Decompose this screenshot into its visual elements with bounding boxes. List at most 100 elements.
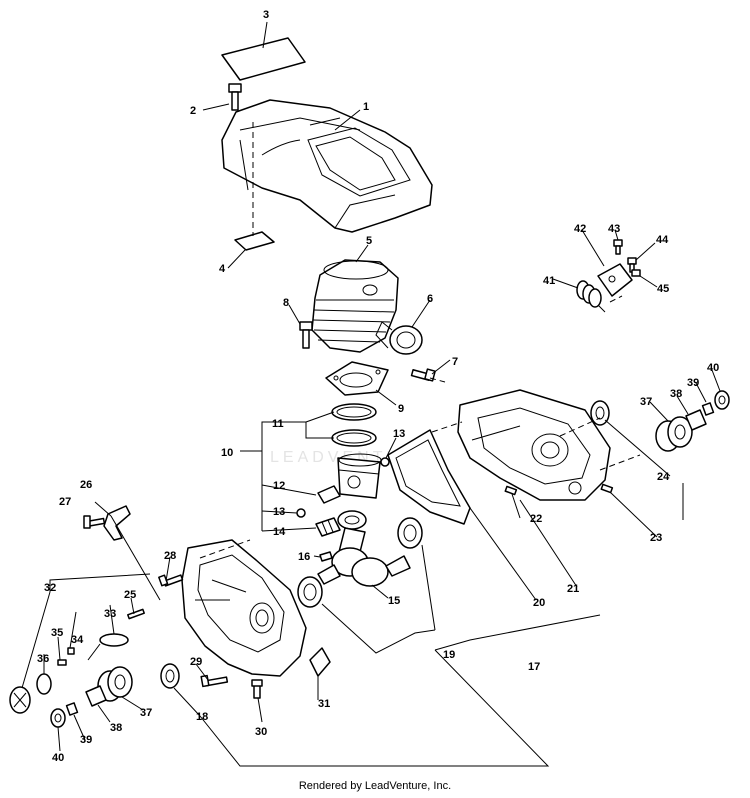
part-oil-pump-plate bbox=[597, 263, 633, 297]
callout-30: 30 bbox=[255, 726, 267, 738]
part-screw-27 bbox=[83, 515, 106, 529]
part-dowel-pin-left bbox=[504, 485, 518, 496]
callout-28: 28 bbox=[164, 550, 176, 562]
part-cap-right bbox=[714, 390, 730, 410]
callout-42: 42 bbox=[574, 223, 586, 235]
callout-31: 31 bbox=[318, 698, 330, 710]
callout-32: 32 bbox=[44, 582, 56, 594]
callout-12: 12 bbox=[273, 480, 285, 492]
callout-4: 4 bbox=[219, 263, 226, 275]
callout-38-left: 38 bbox=[110, 722, 122, 734]
part-crankcase-gasket bbox=[387, 429, 471, 525]
part-needle-bearing bbox=[315, 517, 341, 537]
part-cap-left bbox=[9, 686, 31, 714]
callout-23: 23 bbox=[650, 532, 662, 544]
callout-40-left: 40 bbox=[52, 752, 64, 764]
callout-41: 41 bbox=[543, 275, 555, 287]
callout-43: 43 bbox=[608, 223, 620, 235]
part-crankshaft bbox=[317, 510, 411, 587]
callout-9: 9 bbox=[398, 403, 404, 415]
callout-14: 14 bbox=[273, 526, 286, 538]
callout-26: 26 bbox=[80, 479, 92, 491]
callout-5: 5 bbox=[366, 235, 372, 247]
part-pin-34 bbox=[67, 647, 75, 655]
callout-19: 19 bbox=[443, 649, 455, 661]
part-piston bbox=[337, 453, 382, 499]
callout-37-left: 37 bbox=[140, 707, 152, 719]
callout-29: 29 bbox=[190, 656, 202, 668]
part-circlip-upper bbox=[380, 457, 390, 467]
part-pin-35 bbox=[57, 659, 67, 666]
part-pulley-right bbox=[655, 416, 693, 452]
part-cover-screw bbox=[228, 83, 242, 111]
callout-8: 8 bbox=[283, 297, 289, 309]
callout-33: 33 bbox=[104, 608, 116, 620]
part-piston-rings bbox=[331, 403, 377, 447]
callout-21: 21 bbox=[567, 583, 579, 595]
part-spacer-right bbox=[685, 409, 707, 431]
callout-20: 20 bbox=[533, 597, 545, 609]
part-o-ring bbox=[36, 673, 52, 695]
callout-7: 7 bbox=[452, 356, 458, 368]
callout-11: 11 bbox=[272, 418, 284, 430]
part-pin-25 bbox=[127, 608, 145, 620]
callout-44: 44 bbox=[656, 234, 669, 246]
part-crank-bearing-right bbox=[397, 517, 423, 549]
part-cylinder-bolt bbox=[299, 321, 313, 349]
callout-40-right: 40 bbox=[707, 362, 719, 374]
callout-17: 17 bbox=[528, 661, 540, 673]
callout-13-lower: 13 bbox=[273, 506, 285, 518]
part-screw-29 bbox=[200, 674, 229, 688]
callout-2: 2 bbox=[190, 105, 196, 117]
part-top-cover bbox=[221, 99, 433, 233]
part-piston-pin bbox=[317, 485, 341, 504]
part-key bbox=[319, 551, 333, 562]
callout-18: 18 bbox=[196, 711, 208, 723]
part-oil-pump-spring bbox=[576, 280, 606, 313]
part-circlip-lower bbox=[296, 508, 306, 518]
callout-45: 45 bbox=[657, 283, 669, 295]
part-decal-bottom bbox=[234, 122, 275, 251]
callout-39-left: 39 bbox=[80, 734, 92, 746]
callout-numbers: 3 2 1 4 5 6 7 8 9 10 11 12 13 13 14 15 1… bbox=[37, 9, 719, 764]
part-screw-30 bbox=[251, 679, 263, 699]
callout-3: 3 bbox=[263, 9, 269, 21]
part-washer-left bbox=[65, 702, 79, 716]
part-cylinder bbox=[311, 259, 399, 353]
part-bracket bbox=[309, 647, 331, 677]
callout-16: 16 bbox=[298, 551, 310, 563]
callout-37-right: 37 bbox=[640, 396, 652, 408]
callout-38-right: 38 bbox=[670, 388, 682, 400]
assembly-axes bbox=[199, 295, 641, 559]
part-spacer-left bbox=[85, 685, 107, 707]
leader-lines bbox=[21, 21, 721, 767]
callout-1: 1 bbox=[363, 101, 369, 113]
callout-24: 24 bbox=[657, 471, 670, 483]
callout-35: 35 bbox=[51, 627, 63, 639]
part-screw-28 bbox=[158, 574, 184, 587]
part-seal-left bbox=[160, 663, 180, 689]
part-crankcase-left bbox=[181, 539, 307, 677]
callout-27: 27 bbox=[59, 496, 71, 508]
callout-39-right: 39 bbox=[687, 377, 699, 389]
callout-15: 15 bbox=[388, 595, 400, 607]
part-oil-line bbox=[87, 633, 129, 661]
part-washer-right bbox=[701, 402, 715, 416]
callout-13-upper: 13 bbox=[393, 428, 405, 440]
callout-22: 22 bbox=[530, 513, 542, 525]
part-dowel-pin-right bbox=[600, 483, 614, 494]
callout-25: 25 bbox=[124, 589, 136, 601]
part-spike bbox=[103, 505, 131, 541]
part-crank-bearing-left bbox=[297, 576, 323, 608]
callout-10: 10 bbox=[221, 447, 233, 459]
part-intake-screw bbox=[410, 368, 436, 382]
part-decal-top bbox=[221, 37, 306, 81]
callout-6: 6 bbox=[427, 293, 433, 305]
part-intake-boot bbox=[375, 321, 423, 355]
credit-text: Rendered by LeadVenture, Inc. bbox=[298, 780, 452, 792]
part-oil-pump-screws bbox=[613, 239, 641, 277]
callout-36: 36 bbox=[37, 653, 49, 665]
part-cap-left-small bbox=[50, 708, 66, 728]
callout-34: 34 bbox=[71, 634, 84, 646]
